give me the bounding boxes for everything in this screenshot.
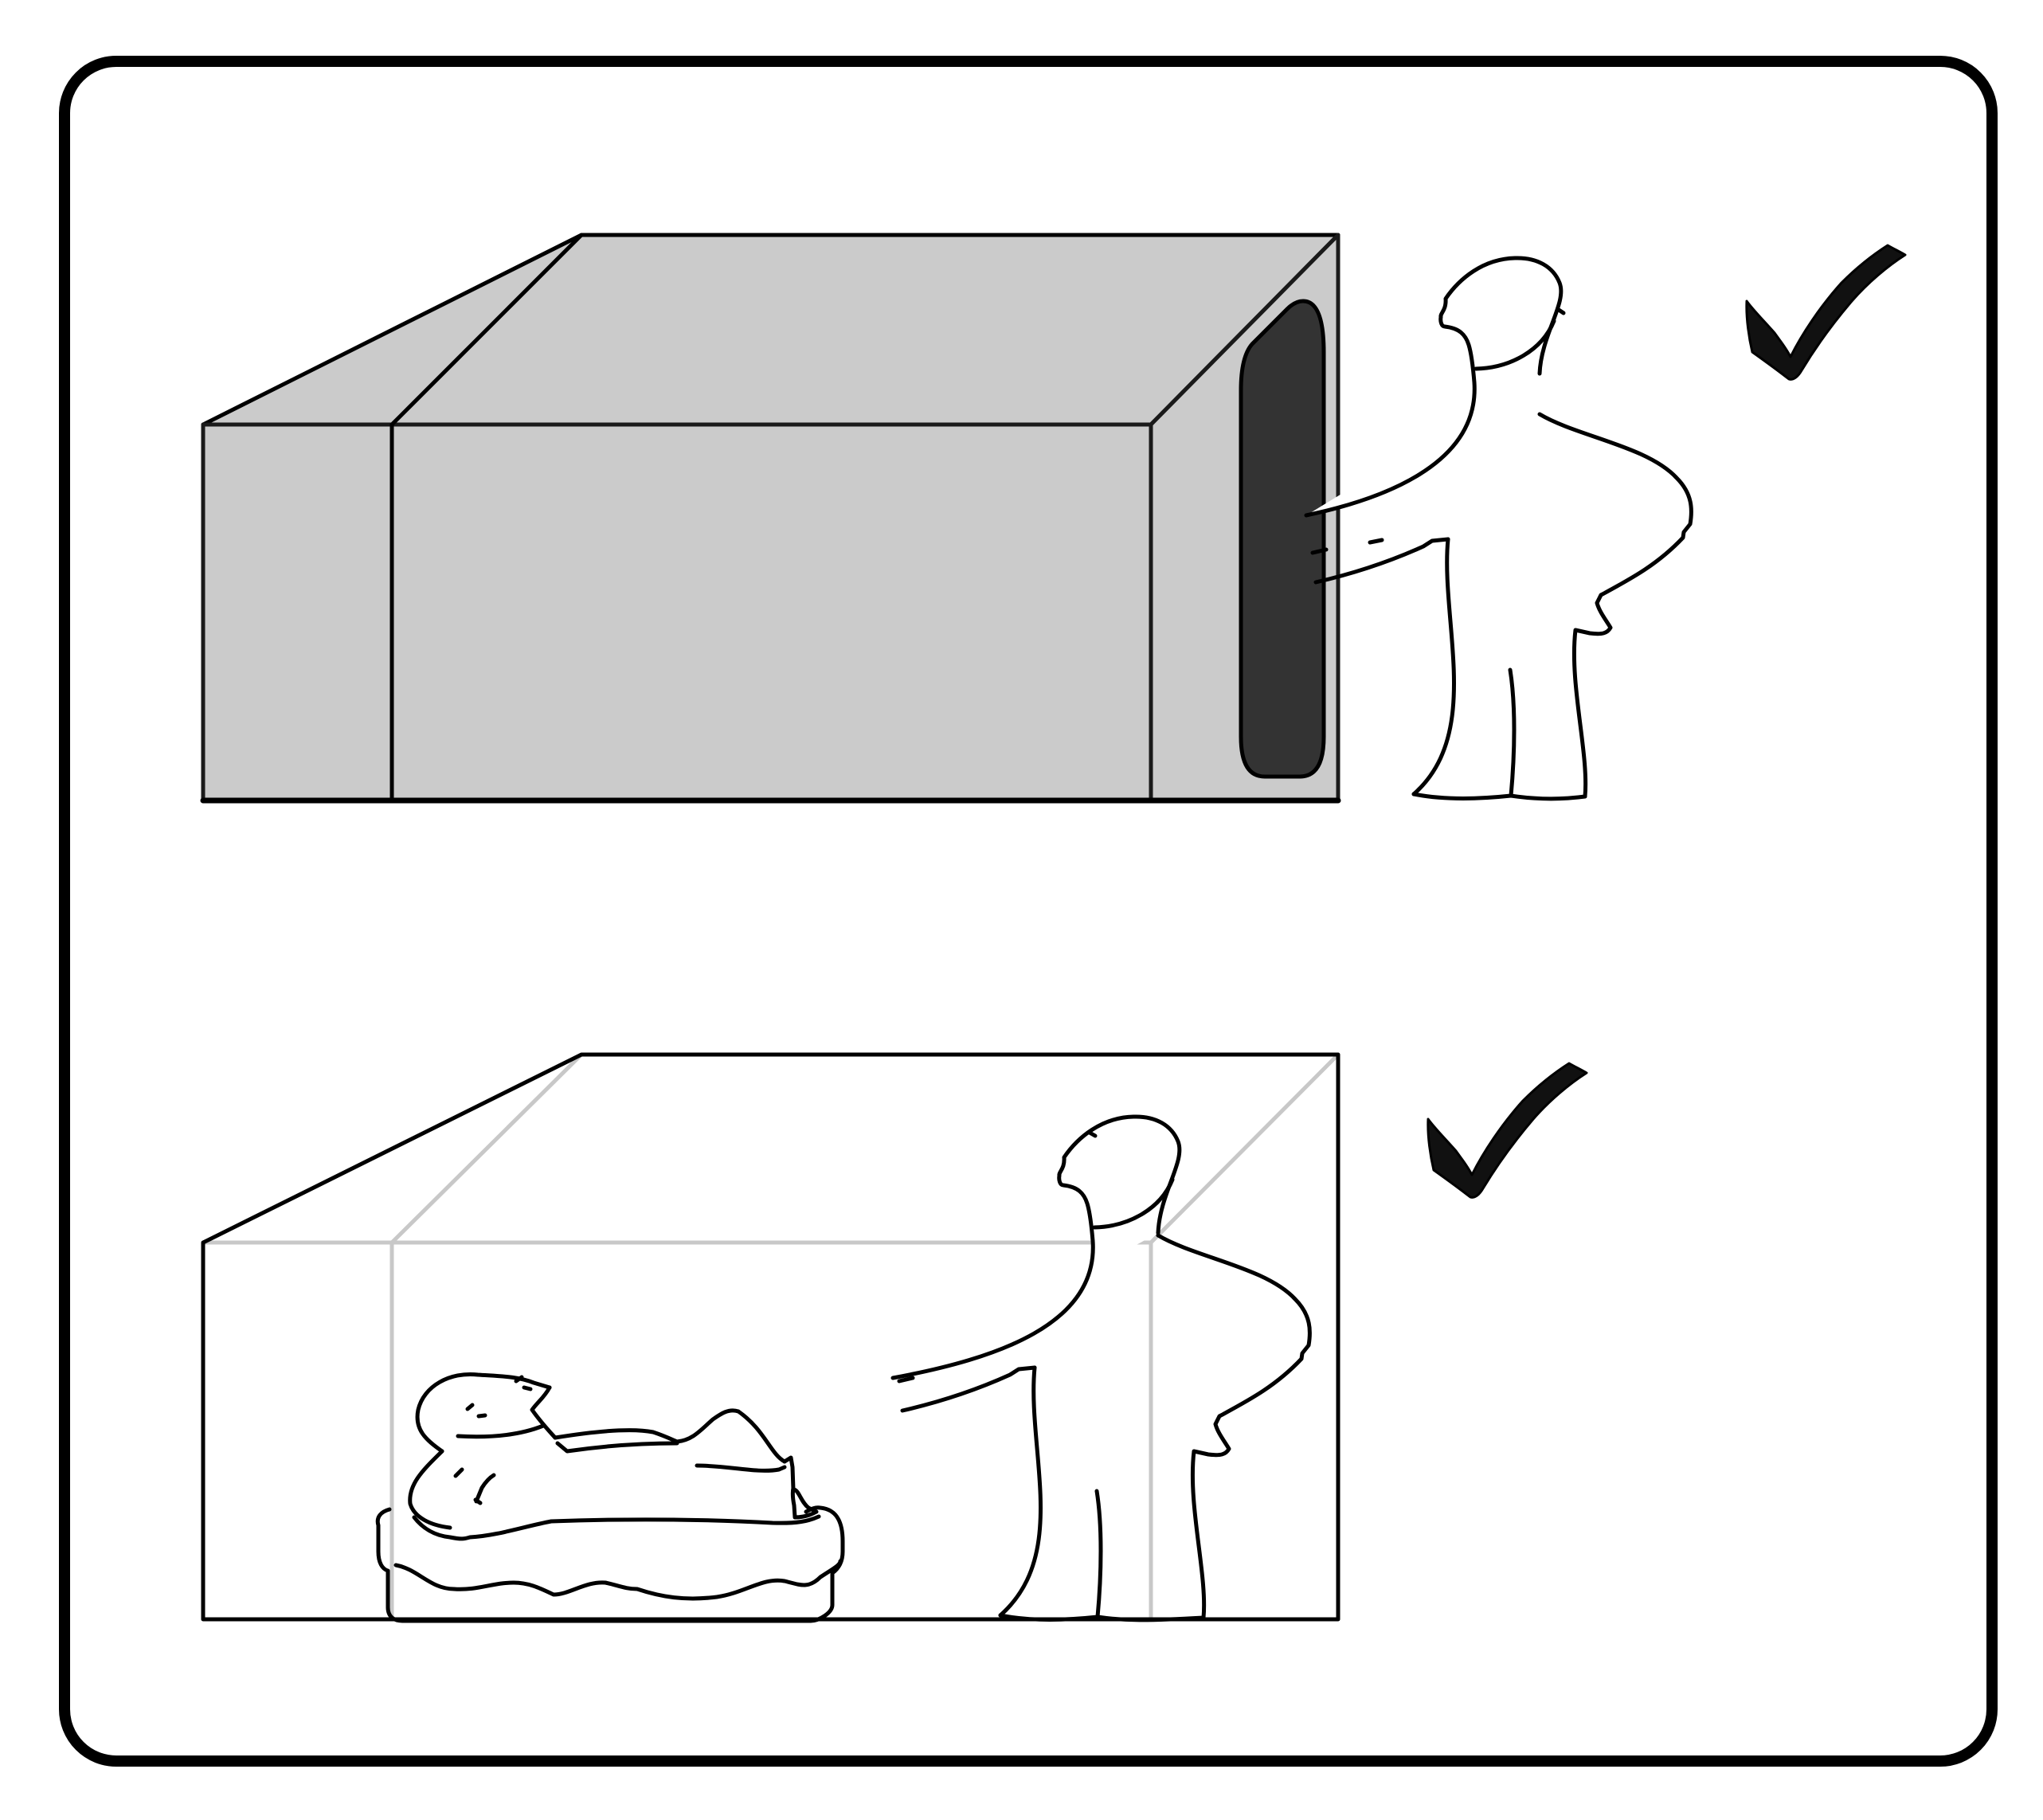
closed-box xyxy=(200,233,1341,804)
check-mark-icon xyxy=(1427,1062,1588,1199)
person-torso-right xyxy=(1156,1233,1312,1620)
reclining-person-on-bed-icon xyxy=(375,1372,845,1623)
box-front-face xyxy=(201,422,1153,803)
person-body-outline xyxy=(1304,256,1564,518)
open-box-scene xyxy=(201,1052,1588,1623)
box-faded-flap-edge xyxy=(389,1052,584,1245)
person-torso-right xyxy=(1537,412,1693,799)
person-inner-leg xyxy=(1508,667,1517,798)
person-eye xyxy=(1087,1130,1098,1138)
standing-person-bottom xyxy=(890,1114,1312,1622)
reclining-head xyxy=(415,1372,552,1454)
person-arm-lower xyxy=(1313,537,1450,585)
person-leg-left xyxy=(998,1365,1043,1618)
reclining-blanket-fold xyxy=(695,1463,787,1473)
reclining-body-front xyxy=(408,1449,452,1530)
person-body-outline xyxy=(890,1114,1182,1380)
bed-wavy-edge xyxy=(393,1559,843,1601)
standing-person-top xyxy=(1304,256,1693,801)
reclining-eye-1 xyxy=(465,1403,475,1411)
person-arm-lower-short xyxy=(897,1376,915,1384)
closed-box-scene xyxy=(200,233,1907,804)
reclining-hand-marks xyxy=(453,1467,496,1505)
reclining-feet xyxy=(782,1455,819,1520)
person-eye xyxy=(1556,307,1566,315)
transparent-box xyxy=(201,1052,1340,1622)
reclining-hair xyxy=(530,1385,558,1440)
person-chin-line xyxy=(1092,1177,1175,1230)
person-inner-leg xyxy=(1094,1489,1103,1619)
person-arm-lower xyxy=(900,1365,1037,1413)
box-faded-side-top xyxy=(1149,1052,1340,1245)
reclining-eye-2 xyxy=(476,1413,487,1419)
door-opening xyxy=(1239,299,1326,779)
reclining-blanket-top xyxy=(553,1408,787,1464)
person-arm-motion xyxy=(1368,538,1384,545)
person-chin-line xyxy=(1474,319,1556,371)
box-edge-flap xyxy=(389,233,584,427)
reclining-hair-marks xyxy=(514,1375,533,1391)
bed-mattress xyxy=(375,1505,845,1623)
reclining-blanket-mid xyxy=(555,1441,679,1454)
check-mark-icon xyxy=(1745,244,1907,381)
person-arm-lower-short xyxy=(1310,547,1329,555)
reclining-face-line xyxy=(456,1423,546,1439)
person-leg-left xyxy=(1411,537,1456,796)
bed-top-line xyxy=(412,1514,821,1541)
